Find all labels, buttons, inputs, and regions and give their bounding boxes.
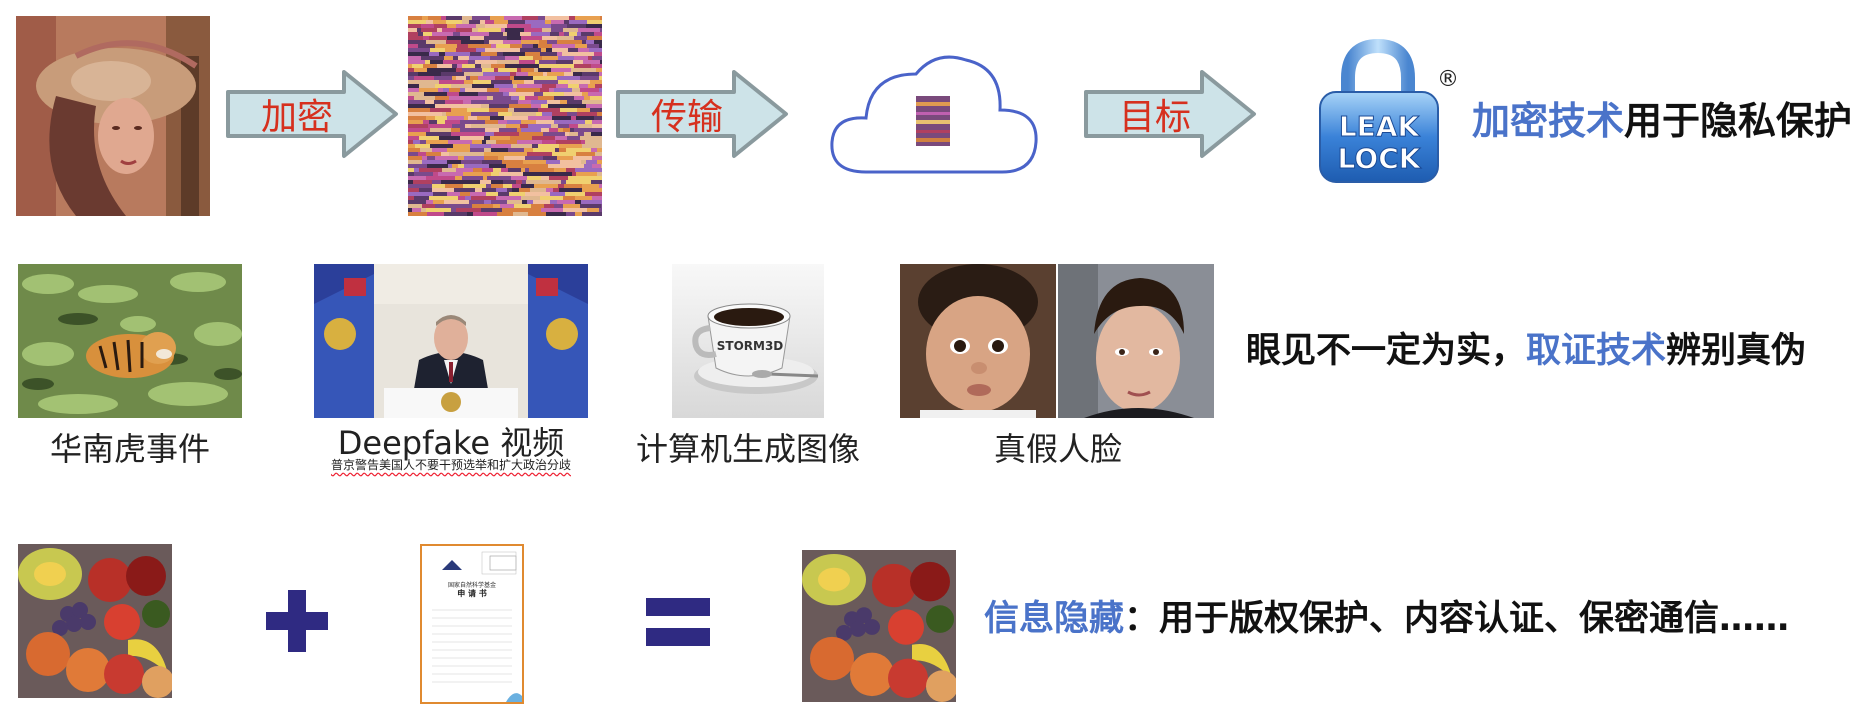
plus-operator: + [266,590,328,652]
equals-operator-text: = [710,598,711,599]
encrypt-arrow: 加密 [224,68,400,160]
caption-computer-generated: 计算机生成图像 [635,430,860,468]
data-hiding-headline: 信息隐藏：用于版权保护、内容认证、保密通信…… [984,590,1789,641]
caption-deepfake: Deepfake 视频 [337,424,565,462]
plus-operator-text: + [328,590,329,591]
young-man-face-photo [1058,264,1214,418]
forensics-headline-highlight: 取证技术 [1526,331,1667,371]
grant-document-image: 国家自然科学基金 申 请 书 [420,544,524,704]
document-title-line2: 申 请 书 [457,589,487,598]
caption-real-fake-faces: 真假人脸 [993,430,1122,468]
encryption-headline-highlight: 加密技术 [1472,99,1625,143]
forensics-headline-prefix: 眼见不一定为实， [1246,331,1527,371]
document-title-line1: 国家自然科学基金 [447,582,496,589]
cup-brand-text: STORM3D [717,339,784,353]
encryption-headline-rest: 用于隐私保护 [1624,99,1853,143]
leaklock-logo: LEAK LOCK ® [1310,38,1460,188]
lena-photo [16,16,210,216]
data-hiding-headline-rest: ：用于版权保护、内容认证、保密通信…… [1124,599,1790,639]
arrow-label-transmit: 传输 [650,97,723,138]
deepfake-subtitle: 普京警告美国人不要干预选举和扩大政治分歧 [330,458,571,472]
target-arrow: 目标 [1082,68,1258,160]
fruit-cover-image [18,544,172,698]
encrypted-image [408,16,602,216]
registered-mark: ® [1437,67,1459,92]
computer-generated-cup: STORM3D [672,264,824,418]
equals-operator: = [646,598,710,648]
baby-face-photo [900,264,1056,418]
encryption-headline: 加密技术用于隐私保护 [1472,90,1852,145]
logo-line1: LEAK [1339,110,1421,143]
forensics-headline: 眼见不一定为实，取证技术辨别真伪 [1246,322,1806,373]
caption-south-china-tiger: 华南虎事件 [49,430,210,468]
transmit-arrow: 传输 [614,68,790,160]
arrow-label-target: 目标 [1118,97,1191,138]
data-hiding-headline-highlight: 信息隐藏 [984,599,1125,639]
arrow-label-encrypt: 加密 [260,97,333,138]
tiger-photo [18,264,242,418]
fruit-stego-image [802,550,956,702]
deepfake-video-still [314,264,588,418]
forensics-headline-rest: 辨别真伪 [1666,331,1807,371]
cloud-icon [826,46,1042,176]
logo-line2: LOCK [1338,142,1422,175]
